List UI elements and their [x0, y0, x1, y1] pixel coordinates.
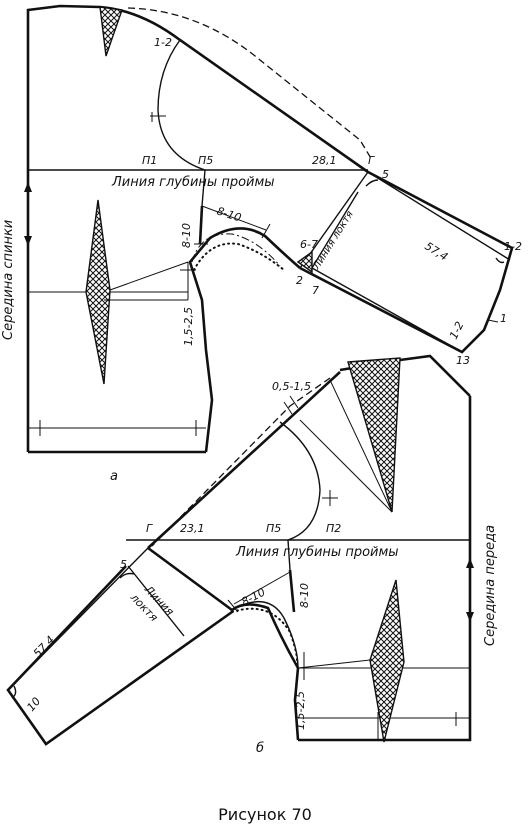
- label-281: 28,1: [312, 154, 337, 167]
- sleeve-a-elbow: [311, 191, 359, 269]
- label-side-b: Середина переда: [483, 525, 498, 646]
- arrow-up-a: [24, 182, 32, 192]
- label-0515: 0,5-1,5: [272, 380, 311, 393]
- front-side-mark: [288, 569, 296, 613]
- tick-0515-b: [289, 395, 299, 409]
- dart-line-a2: [109, 261, 189, 291]
- sleeve-a-bottom-line: [311, 267, 463, 353]
- label-5-b: 5: [120, 558, 127, 571]
- figure-b: [6, 354, 474, 746]
- diag-810: [201, 205, 267, 231]
- back-side-seam-upper: [201, 169, 206, 207]
- label-810-v: 8-10: [180, 223, 193, 248]
- figure-letter-b: б: [256, 741, 264, 756]
- label-1525-a: 1,5-2,5: [182, 307, 195, 346]
- front-shoulder: [147, 371, 341, 549]
- front-armhole-curve: [279, 421, 321, 541]
- label-67: 6-7: [300, 238, 318, 251]
- back-waist-dart: [85, 199, 111, 385]
- label-p2: П2: [326, 522, 341, 535]
- label-1525-b: 1,5-2,5: [294, 691, 307, 730]
- mark-12-a: [487, 319, 499, 323]
- sleeve-b-axis: [7, 547, 149, 691]
- label-810-h: 8-10: [215, 204, 243, 224]
- front-dart-ref1: [329, 379, 393, 513]
- front-shoulder-dart: [347, 357, 401, 513]
- label-g-a: Г: [368, 154, 375, 167]
- sleeve-b-angle2: [11, 685, 17, 699]
- label-p1: П1: [142, 154, 157, 167]
- label-12-right: 1-2: [504, 240, 522, 253]
- label-13: 13: [456, 354, 470, 367]
- label-g-b: Г: [146, 522, 153, 535]
- label-p5-b: П5: [266, 522, 281, 535]
- diag-810-b: [233, 571, 291, 605]
- labels-a: Середина спинки Линия глубины проймы Лин…: [1, 36, 522, 484]
- back-shoulder-dashed: [127, 7, 373, 161]
- sleeve-b-elbow: [127, 565, 185, 637]
- label-12-bottom: 1-2: [447, 319, 467, 341]
- label-574-b: 57,4: [31, 633, 57, 660]
- sleeve-a-elbow-dart: [296, 250, 313, 274]
- arrow-up-b: [466, 558, 474, 568]
- label-10: 10: [24, 695, 43, 714]
- underarm-dashdot: [191, 233, 281, 267]
- sleeve-a-angle2: [495, 257, 505, 264]
- labels-b: Середина переда Линия глубины проймы Лин…: [24, 380, 498, 756]
- sleeve-b-angle: [119, 572, 135, 579]
- label-7: 7: [312, 284, 319, 297]
- label-231: 23,1: [180, 522, 205, 535]
- sleeve-a-cuff-axis: [367, 171, 511, 261]
- front-side-upper: [287, 539, 291, 571]
- figure-letter-a: а: [110, 469, 118, 484]
- back-armhole-curve: [157, 39, 206, 171]
- back-outline: [26, 4, 369, 454]
- label-12-shoulder: 1-2: [154, 36, 172, 49]
- sleeve-a-angle: [365, 179, 379, 187]
- tick-0515-a: [283, 401, 293, 415]
- label-5-a: 5: [382, 168, 389, 181]
- label-armhole-a: Линия глубины проймы: [111, 175, 275, 190]
- dart-ref-b1: [297, 659, 371, 669]
- tick-266: [261, 223, 271, 239]
- figure-caption: Рисунок 70: [218, 805, 312, 824]
- label-574-a: 57,4: [422, 240, 450, 264]
- underarm-curve-b: [231, 601, 299, 669]
- front-dart-ref2: [299, 419, 393, 513]
- label-810-b-b: 8-10: [298, 583, 311, 608]
- sleeve-a-outline: [299, 170, 514, 354]
- label-2: 2: [296, 274, 303, 287]
- front-shoulder-dashed: [151, 377, 331, 547]
- back-side-seam-mark: [198, 205, 204, 245]
- underarm-dotted-b: [231, 607, 299, 669]
- back-shoulder-dart: [99, 6, 123, 57]
- label-p5-a: П5: [198, 154, 213, 167]
- label-side-a: Середина спинки: [1, 220, 16, 340]
- arrow-down-a: [24, 236, 32, 246]
- front-waist-dart: [369, 579, 405, 743]
- label-armhole-b: Линия глубины проймы: [235, 545, 399, 560]
- label-1: 1: [500, 312, 507, 325]
- figure-a: [24, 4, 514, 454]
- arrow-down-b: [466, 612, 474, 622]
- underarm-dotted: [193, 242, 285, 271]
